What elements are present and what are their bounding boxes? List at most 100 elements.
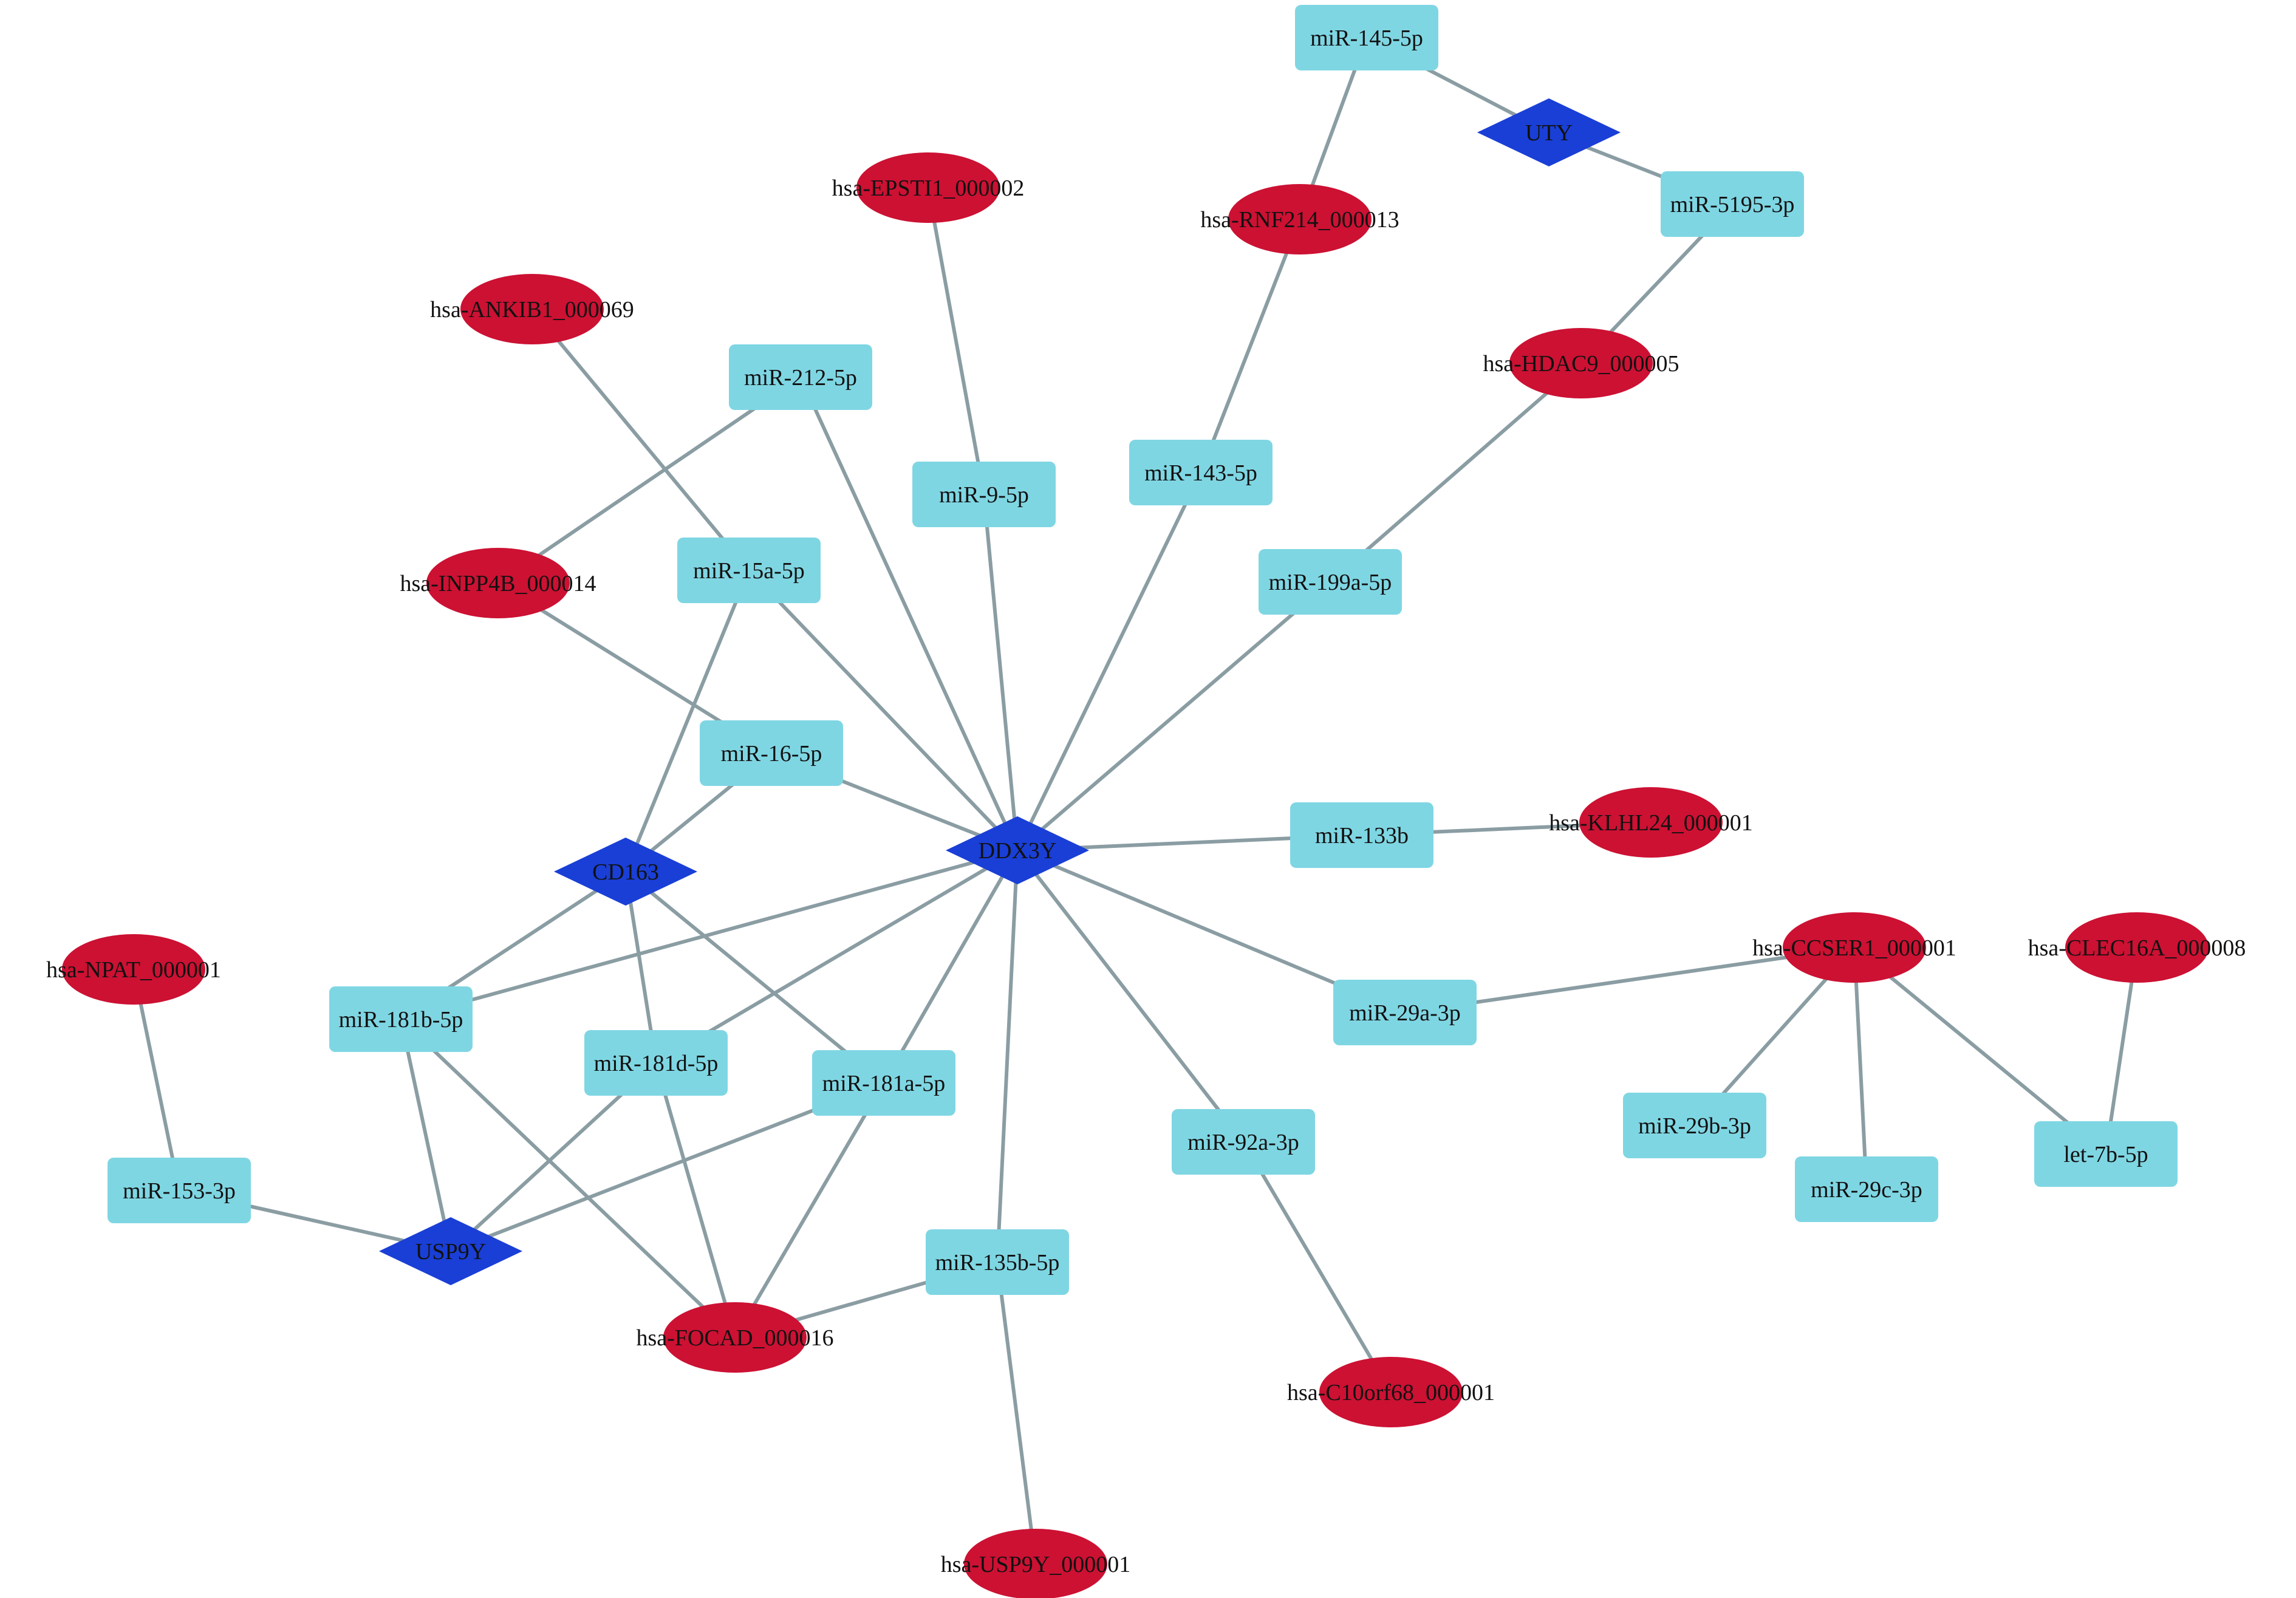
node-ddx3y: DDX3Y bbox=[946, 816, 1089, 884]
mirna-box bbox=[1172, 1109, 1315, 1175]
node-hsa-clec16a-000008: hsa-CLEC16A_000008 bbox=[2028, 912, 2246, 983]
gene-diamond bbox=[379, 1217, 522, 1285]
node-mir-145-5p: miR-145-5p bbox=[1295, 5, 1438, 70]
node-mir-181d-5p: miR-181d-5p bbox=[584, 1030, 728, 1096]
node-hsa-npat-000001: hsa-NPAT_000001 bbox=[46, 934, 221, 1005]
node-label: let-7b-5p bbox=[2063, 1142, 2148, 1167]
node-mir-92a-3p: miR-92a-3p bbox=[1172, 1109, 1315, 1175]
mirna-box bbox=[729, 344, 872, 410]
edge-cd163-to-mir-181a-5p bbox=[624, 870, 885, 1085]
edge-mir-15a-5p-to-ddx3y bbox=[747, 569, 1019, 852]
edge-mir-212-5p-to-ddx3y bbox=[799, 376, 1019, 852]
circrna-ellipse bbox=[964, 1529, 1107, 1598]
edge-mir-181a-5p-to-hsa-focad-000016 bbox=[733, 1082, 886, 1339]
node-mir-199a-5p: miR-199a-5p bbox=[1259, 549, 1402, 615]
mirna-box bbox=[1129, 440, 1273, 505]
node-label: miR-5195-3p bbox=[1670, 192, 1795, 217]
edge-mir-181a-5p-to-usp9y bbox=[449, 1081, 885, 1253]
edge-hsa-ccser1-000001-to-mir-29c-3p bbox=[1853, 947, 1868, 1190]
node-label: hsa-FOCAD_000016 bbox=[636, 1325, 833, 1351]
node-label: miR-9-5p bbox=[939, 482, 1029, 508]
edge-hsa-hdac9-000005-to-mir-199a-5p bbox=[1329, 361, 1582, 584]
edge-mir-181a-5p-to-ddx3y bbox=[882, 849, 1019, 1084]
node-label: miR-212-5p bbox=[744, 365, 857, 391]
node-label: miR-181b-5p bbox=[339, 1007, 463, 1033]
edge-mir-181b-5p-to-ddx3y bbox=[400, 849, 1018, 1021]
node-usp9y: USP9Y bbox=[379, 1217, 522, 1285]
mirna-box bbox=[1795, 1156, 1938, 1222]
node-mir-143-5p: miR-143-5p bbox=[1129, 440, 1273, 505]
node-let-7b-5p: let-7b-5p bbox=[2034, 1121, 2178, 1187]
node-label: UTY bbox=[1525, 120, 1573, 146]
node-mir-16-5p: miR-16-5p bbox=[700, 720, 843, 786]
node-hsa-klhl24-000001: hsa-KLHL24_000001 bbox=[1549, 787, 1753, 858]
node-label: hsa-NPAT_000001 bbox=[46, 957, 221, 983]
node-label: miR-181a-5p bbox=[822, 1071, 946, 1096]
edge-mir-199a-5p-to-ddx3y bbox=[1016, 580, 1331, 852]
node-cd163: CD163 bbox=[554, 838, 697, 906]
edge-mir-181b-5p-to-usp9y bbox=[399, 1019, 453, 1252]
node-label: miR-135b-5p bbox=[935, 1250, 1060, 1275]
node-mir-9-5p: miR-9-5p bbox=[912, 462, 1056, 527]
mirna-box bbox=[700, 720, 843, 786]
circrna-ellipse bbox=[1509, 328, 1653, 398]
gene-diamond bbox=[554, 838, 697, 906]
mirna-box bbox=[1333, 980, 1477, 1045]
node-label: miR-133b bbox=[1315, 823, 1409, 849]
node-hsa-c10orf68-000001: hsa-C10orf68_000001 bbox=[1287, 1357, 1495, 1427]
circrna-ellipse bbox=[856, 152, 1000, 223]
node-label: hsa-C10orf68_000001 bbox=[1287, 1380, 1495, 1405]
node-hsa-ccser1-000001: hsa-CCSER1_000001 bbox=[1752, 912, 1956, 983]
mirna-box bbox=[812, 1050, 955, 1116]
node-hsa-usp9y-000001: hsa-USP9Y_000001 bbox=[941, 1529, 1130, 1598]
edge-mir-15a-5p-to-cd163 bbox=[624, 569, 751, 873]
node-label: USP9Y bbox=[415, 1239, 486, 1265]
node-label: hsa-KLHL24_000001 bbox=[1549, 810, 1753, 836]
mirna-box bbox=[329, 986, 473, 1052]
circrna-ellipse bbox=[1319, 1357, 1463, 1427]
node-uty: UTY bbox=[1477, 98, 1621, 166]
node-hsa-focad-000016: hsa-FOCAD_000016 bbox=[636, 1302, 834, 1373]
node-label: miR-181d-5p bbox=[594, 1051, 719, 1076]
node-hsa-hdac9-000005: hsa-HDAC9_000005 bbox=[1483, 328, 1679, 398]
node-hsa-ankib1-000069: hsa-ANKIB1_000069 bbox=[430, 274, 634, 344]
node-label: hsa-ANKIB1_000069 bbox=[430, 297, 634, 323]
edge-mir-181d-5p-to-hsa-focad-000016 bbox=[654, 1062, 737, 1338]
mirna-box bbox=[1259, 549, 1402, 615]
circrna-ellipse bbox=[460, 274, 604, 344]
circrna-ellipse bbox=[426, 548, 570, 618]
node-mir-181b-5p: miR-181b-5p bbox=[329, 986, 473, 1052]
node-label: hsa-CLEC16A_000008 bbox=[2028, 935, 2246, 961]
edge-hsa-npat-000001-to-mir-153-3p bbox=[132, 969, 181, 1191]
edge-hsa-epsti1-000002-to-mir-9-5p bbox=[926, 187, 986, 495]
node-label: miR-16-5p bbox=[721, 741, 822, 767]
node-label: miR-143-5p bbox=[1144, 460, 1257, 486]
node-label: hsa-EPSTI1_000002 bbox=[832, 176, 1025, 201]
node-mir-29a-3p: miR-29a-3p bbox=[1333, 980, 1477, 1045]
mirna-box bbox=[2034, 1121, 2178, 1187]
node-hsa-epsti1-000002: hsa-EPSTI1_000002 bbox=[832, 152, 1025, 223]
gene-diamond bbox=[946, 816, 1089, 884]
circrna-ellipse bbox=[1783, 912, 1926, 983]
circrna-ellipse bbox=[2065, 912, 2209, 983]
edge-mir-135b-5p-to-ddx3y bbox=[996, 850, 1019, 1263]
edge-mir-9-5p-to-ddx3y bbox=[982, 494, 1019, 851]
edge-hsa-ankib1-000069-to-mir-15a-5p bbox=[530, 308, 751, 572]
node-label: miR-153-3p bbox=[123, 1178, 236, 1204]
mirna-box bbox=[912, 462, 1056, 527]
gene-diamond bbox=[1477, 98, 1621, 166]
node-label: hsa-RNF214_000013 bbox=[1200, 207, 1399, 233]
node-label: miR-92a-3p bbox=[1187, 1130, 1299, 1155]
mirna-box bbox=[677, 538, 821, 603]
node-mir-5195-3p: miR-5195-3p bbox=[1661, 171, 1804, 237]
edge-mir-135b-5p-to-hsa-usp9y-000001 bbox=[996, 1262, 1037, 1565]
node-mir-133b: miR-133b bbox=[1290, 802, 1433, 868]
node-label: hsa-USP9Y_000001 bbox=[941, 1552, 1130, 1577]
mirna-box bbox=[108, 1158, 251, 1223]
node-label: miR-29b-3p bbox=[1638, 1113, 1751, 1139]
node-hsa-rnf214-000013: hsa-RNF214_000013 bbox=[1200, 184, 1399, 254]
node-label: miR-29a-3p bbox=[1349, 1000, 1461, 1026]
node-mir-153-3p: miR-153-3p bbox=[108, 1158, 251, 1223]
